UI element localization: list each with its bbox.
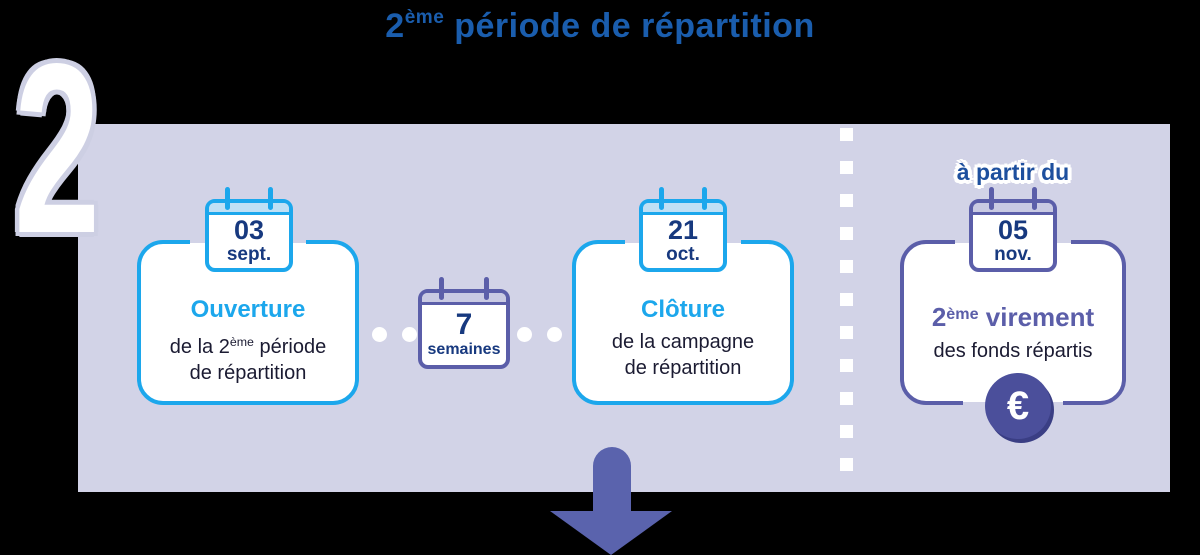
down-arrow-icon <box>593 447 631 513</box>
down-arrow-head-icon <box>550 511 672 555</box>
calendar-icon-close: 21 oct. <box>639 187 727 272</box>
calendar-month: nov. <box>994 244 1032 265</box>
calendar-month: oct. <box>666 244 700 265</box>
calendar-month: sept. <box>226 244 272 265</box>
page-title: 2ème période de répartition <box>0 7 1200 46</box>
calendar-header-band <box>973 203 1053 215</box>
calendar-ring-icon <box>989 187 994 210</box>
calendar-day: 05 <box>997 215 1029 245</box>
calendar-ring-icon <box>1032 187 1037 210</box>
calendar-ring-icon <box>438 277 444 300</box>
ordinal-suffix: ème <box>946 305 979 323</box>
calendar-header-band <box>643 203 723 215</box>
dot <box>402 327 417 342</box>
open-card-line2: de répartition <box>189 362 307 384</box>
payment-heading: 2ème virement <box>931 302 1095 332</box>
euro-icon: € <box>985 373 1051 439</box>
dot <box>517 327 532 342</box>
duration-calendar-icon: 7 semaines <box>418 277 510 369</box>
calendar-icon-payment: 05 nov. <box>969 187 1057 272</box>
close-card-line1: de la campagne <box>611 331 755 353</box>
calendar-day: 21 <box>667 215 699 245</box>
calendar-ring-icon <box>659 187 664 210</box>
open-card-heading: Ouverture <box>190 296 306 323</box>
dot <box>547 327 562 342</box>
page-title-ordinal-suffix: ème <box>404 7 445 28</box>
payment-subline: des fonds répartis <box>933 340 1093 362</box>
calendar-day: 03 <box>233 215 265 245</box>
page-title-number: 2 <box>385 7 405 45</box>
dot <box>372 327 387 342</box>
close-card-heading: Clôture <box>641 296 725 323</box>
payment-intro: à partir du <box>956 159 1070 185</box>
dashed-divider <box>840 128 853 486</box>
calendar-ring-icon <box>484 277 490 300</box>
ordinal-suffix: ème <box>229 335 254 349</box>
calendar-ring-icon <box>268 187 273 210</box>
calendar-header-band <box>422 293 506 305</box>
close-card-line2: de répartition <box>624 357 742 379</box>
calendar-ring-icon <box>225 187 230 210</box>
calendar-icon-open: 03 sept. <box>205 187 293 272</box>
calendar-header-band <box>209 203 289 215</box>
page-title-text: période de répartition <box>444 7 815 45</box>
open-card-line1: de la 2ème période <box>169 335 327 358</box>
calendar-ring-icon <box>702 187 707 210</box>
duration-value: 7 <box>455 308 473 341</box>
step-number: 2 <box>14 14 101 284</box>
duration-unit: semaines <box>427 341 501 358</box>
